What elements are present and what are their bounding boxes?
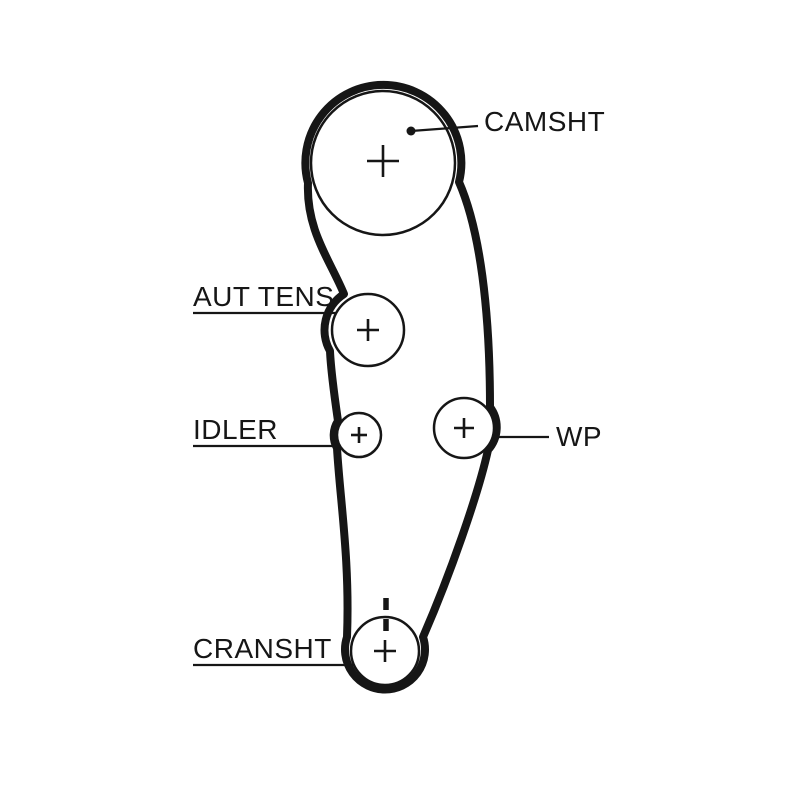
water-pump-label: WP (556, 421, 602, 452)
water-pump-cross-icon (454, 418, 474, 438)
idler-cross-icon (351, 427, 367, 443)
camshaft-cross-icon (367, 145, 399, 177)
crankshaft-label: CRANSHT (193, 633, 332, 664)
idler-label: IDLER (193, 414, 278, 445)
camshaft-label: CAMSHT (484, 106, 605, 137)
timing-belt-path (301, 80, 501, 694)
camshaft-leader-line (410, 124, 479, 133)
tensioner-cross-icon (357, 319, 379, 341)
tensioner-label: AUT TENS (193, 281, 334, 312)
crankshaft-cross-icon (374, 640, 396, 662)
